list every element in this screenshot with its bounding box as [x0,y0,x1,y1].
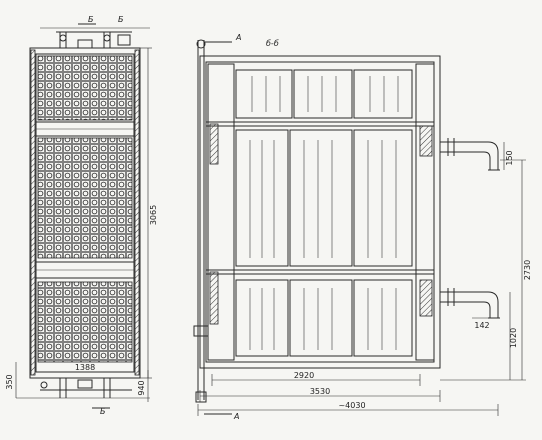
cut-b-top-right: Б [118,15,124,24]
front-top-piping [40,27,150,49]
dim-side-width-mid: 3530 [310,387,330,396]
tube-bank-top [37,55,133,121]
tube-bank-middle [37,137,133,259]
left-header [207,63,235,361]
front-right-rail [134,49,140,376]
dim-front-height: 3065 [149,205,158,225]
dim-pipe-top: 150 [505,150,514,165]
tube-bank-bottom [37,281,133,363]
dim-side-width-total: ~4030 [338,401,365,410]
left-piping [193,39,209,403]
cut-b-bottom: Б [100,407,106,416]
dim-pipe-bottom: 142 [474,321,489,330]
section-title: б-б [266,39,279,48]
dim-front-width-top: 1388 [75,363,95,372]
outlet-pipe-bottom [440,288,500,319]
tube-panels-top [235,69,413,119]
left-header-hatch-top [209,123,219,165]
right-header-hatch-bottom [419,279,433,317]
cut-a-top: А [235,33,241,42]
cut-a-bottom: А [233,412,239,421]
cut-b-top-left: Б [88,15,94,24]
dim-side-lower-height: 1020 [509,328,518,348]
side-section-view: б-б А А [193,33,532,421]
dim-front-bottom-right: 940 [137,380,146,395]
dim-front-bottom-offset: 350 [5,374,14,389]
front-left-rail [30,49,36,376]
dim-side-height: 2730 [523,260,532,280]
tube-panels-middle [235,129,413,267]
outlet-pipe-top [440,138,500,171]
right-header-hatch-top [419,125,433,157]
front-view: 3065 350 1388 940 Б Б Б [5,15,158,416]
right-header [415,63,435,361]
left-header-hatch-bottom [209,271,219,325]
dim-side-width-inner: 2920 [294,371,314,380]
tube-panels-bottom [235,279,413,357]
front-bottom-piping [16,378,150,399]
casing-inner [205,61,435,363]
casing-outer [199,55,441,369]
